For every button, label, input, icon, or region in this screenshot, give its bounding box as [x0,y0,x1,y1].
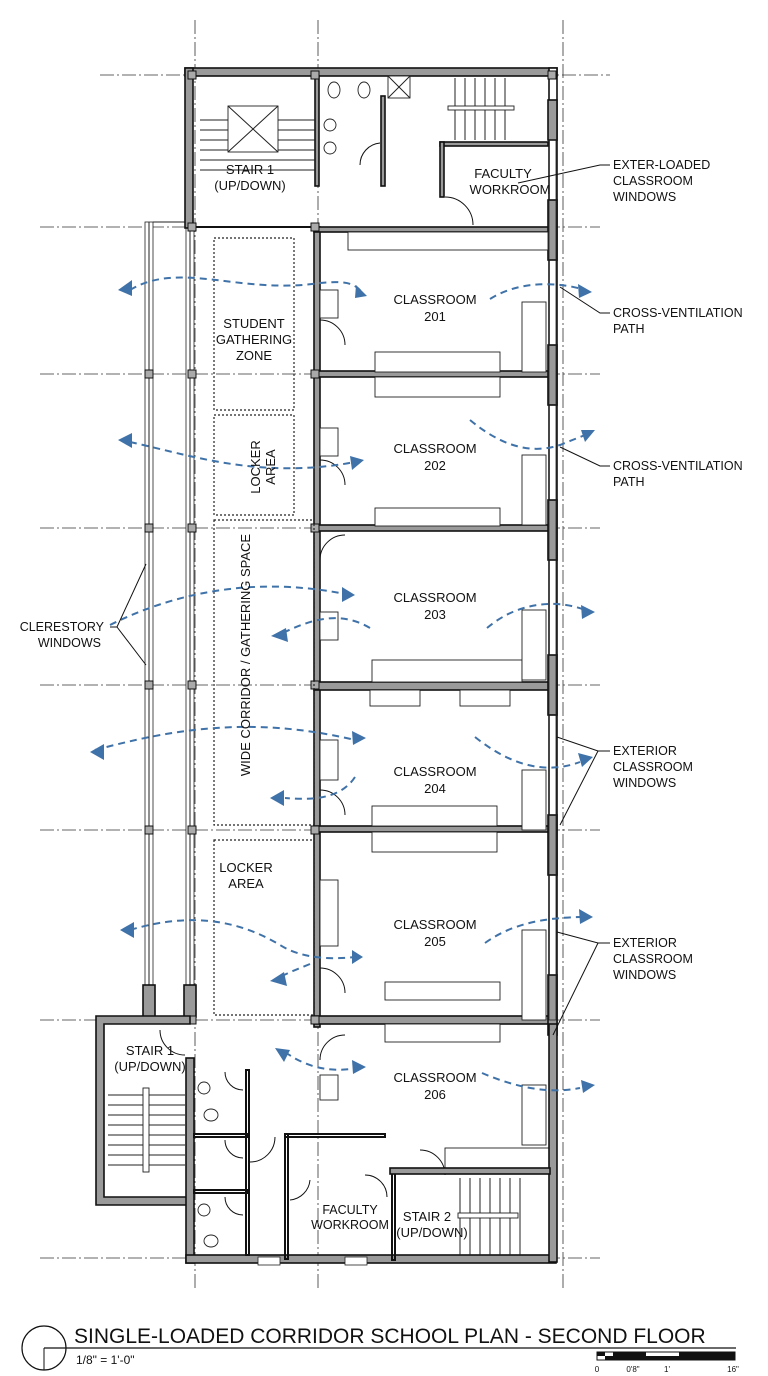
callout-cross-vent-2-line1: CROSS-VENTILATION [613,459,743,473]
callout-exterior-2-line1: EXTERIOR [613,936,677,950]
airflow-arrow [581,605,595,619]
stair-1-top-treads [200,105,315,171]
airflow-arrow [342,587,355,602]
callout-exter-loaded-3: WINDOWS [613,190,676,204]
east-windows [547,99,558,1036]
locker-area-1-label-1: LOCKER [248,440,263,493]
casework [319,231,551,1171]
faculty-workroom-bottom-label: FACULTY [322,1203,378,1217]
callout-exterior-1-line2: CLASSROOM [613,760,693,774]
stair-1-bottom-label: STAIR 1 [126,1043,174,1058]
stair-1-top-sublabel: (UP/DOWN) [214,178,286,193]
classroom-203-label: CLASSROOM [393,590,476,605]
callout-clerestory-line2: WINDOWS [38,636,101,650]
airflow-arrow [352,950,363,964]
airflow-arrow [581,1080,595,1093]
scale-tick: 1' [664,1365,670,1374]
callout-exter-loaded-2: CLASSROOM [613,174,693,188]
scale-tick: 16" [727,1365,739,1374]
classroom-205-label: CLASSROOM [393,917,476,932]
scale-tick: 0 [595,1365,600,1374]
callout-exterior-1-line3: WINDOWS [613,776,676,790]
callout-exter-loaded-1: EXTER-LOADED [613,158,710,172]
airflow-arrow [120,922,134,938]
title-block: SINGLE-LOADED CORRIDOR SCHOOL PLAN - SEC… [21,1325,739,1374]
callout-cross-vent-1-line1: CROSS-VENTILATION [613,306,743,320]
stair-2-label: STAIR 2 [403,1209,451,1224]
airflow-paths [90,276,595,1093]
callout-exterior-2-line3: WINDOWS [613,968,676,982]
airflow-arrow [578,753,593,767]
student-gathering-label-3: ZONE [236,348,272,363]
airflow-arrow [90,744,104,760]
airflow-arrow [271,628,288,642]
stair-1-top-label: STAIR 1 [226,162,274,177]
locker-area-2-label-1: LOCKER [219,860,272,875]
callout-exterior-1-line1: EXTERIOR [613,744,677,758]
corridor-wall [313,226,555,1028]
classroom-205-number: 205 [424,934,446,949]
student-gathering-label-1: STUDENT [223,316,284,331]
classroom-201-number: 201 [424,309,446,324]
airflow-arrow [118,280,132,296]
airflow-arrow [355,285,367,298]
classroom-201-label: CLASSROOM [393,292,476,307]
faculty-workroom-top-sublabel: WORKROOM [470,182,551,197]
airflow-arrow [275,1048,290,1062]
zones [213,237,315,1016]
airflow-arrow [352,1060,366,1074]
wide-corridor-label: WIDE CORRIDOR / GATHERING SPACE [238,534,253,777]
classroom-202-number: 202 [424,458,446,473]
scale-note: 1/8" = 1'-0" [76,1353,135,1367]
airflow-arrow [352,731,366,745]
locker-area-2-label-2: AREA [228,876,264,891]
stair-2-sublabel: (UP/DOWN) [396,1225,468,1240]
classroom-203-number: 203 [424,607,446,622]
callout-cross-vent-2-line2: PATH [613,475,644,489]
airflow-arrow [581,430,595,442]
classroom-206-number: 206 [424,1087,446,1102]
student-gathering-label-2: GATHERING [216,332,292,347]
callouts: EXTER-LOADED CLASSROOM WINDOWS CROSS-VEN… [20,158,743,1036]
classroom-202-label: CLASSROOM [393,441,476,456]
bottom-block [95,1015,558,1266]
classroom-204-label: CLASSROOM [393,764,476,779]
airflow-arrow [350,456,364,470]
airflow-arrow [270,790,284,806]
scale-tick: 0'8" [626,1365,639,1374]
scale-bar: 0 0'8" 1' 16" [595,1351,739,1374]
callout-exterior-2-line2: CLASSROOM [613,952,693,966]
airflow-arrow [578,284,592,298]
callout-cross-vent-1-line2: PATH [613,322,644,336]
airflow-arrow [579,909,593,924]
stair-1-bottom-sublabel: (UP/DOWN) [114,1059,186,1074]
classroom-206-label: CLASSROOM [393,1070,476,1085]
airflow-arrow [270,972,287,986]
classroom-204-number: 204 [424,781,446,796]
clerestory-glazing [142,221,197,1018]
room-labels: STAIR 1 (UP/DOWN) FACULTY WORKROOM STUDE… [114,162,550,1240]
airflow-arrow [118,433,132,448]
faculty-workroom-bottom-sublabel: WORKROOM [311,1218,389,1232]
locker-area-1-label-2: AREA [263,449,278,485]
callout-clerestory-line1: CLERESTORY [20,620,105,634]
drawing-title: SINGLE-LOADED CORRIDOR SCHOOL PLAN - SEC… [74,1325,706,1348]
faculty-workroom-top-label: FACULTY [474,166,532,181]
